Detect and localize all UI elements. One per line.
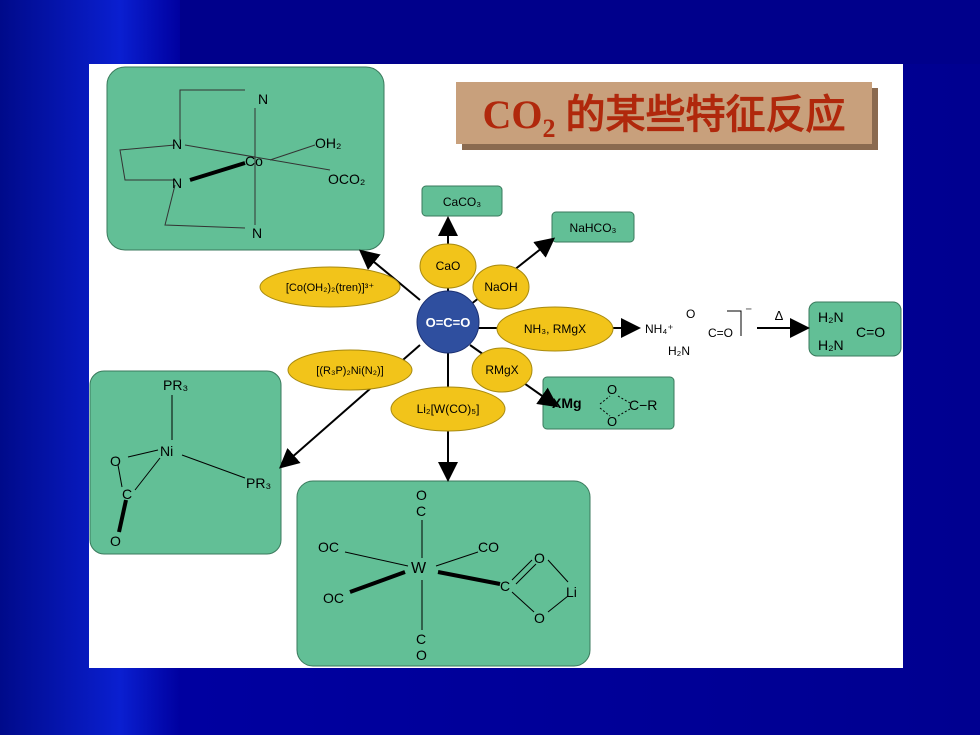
co-oco2: OCO₂ — [328, 171, 365, 187]
reagent-co-label: [Co(OH₂)₂(tren)]³⁺ — [286, 282, 374, 294]
title-sub: 2 — [542, 114, 556, 143]
co-n-bottom: N — [252, 225, 262, 241]
nahco3-label: NaHCO₃ — [570, 221, 617, 235]
ni-pr3-top: PR₃ — [163, 377, 188, 393]
co-n-top: N — [258, 91, 268, 107]
carbamate-h2n: H₂N — [668, 344, 690, 358]
title-rest: 的某些特征反应 — [555, 92, 846, 137]
co-complex-structure — [119, 89, 331, 229]
co-n-left1: N — [172, 136, 182, 152]
w-co-right: CO — [478, 539, 499, 555]
reagent-nh3-label: NH₃, RMgX — [524, 322, 586, 336]
co2-center — [416, 290, 480, 354]
carbamate-bracket — [727, 310, 742, 336]
ni-complex-structure — [117, 395, 246, 533]
slide-title: CO2 的某些特征反应 — [456, 82, 872, 144]
w-top-c: C — [416, 503, 426, 519]
urea-c: C=O — [856, 324, 885, 340]
reagent-li2w-ellipse — [390, 386, 506, 432]
co-metal: Co — [245, 153, 263, 169]
w-ring-o1: O — [534, 550, 545, 566]
xmg-c: C−R — [629, 397, 657, 413]
carbamate-nh4: NH₄⁺ — [645, 322, 674, 336]
ni-metal: Ni — [160, 443, 173, 459]
arrow-to-co — [358, 249, 421, 301]
reagent-nh3-ellipse — [496, 306, 614, 352]
ni-o2: O — [110, 533, 121, 549]
w-li: Li — [566, 584, 577, 600]
ni-c: C — [122, 486, 132, 502]
w-complex-structure — [344, 520, 569, 630]
carbamate-o: O — [686, 307, 695, 321]
w-oc-left: OC — [318, 539, 339, 555]
delta-label: Δ — [775, 308, 784, 323]
reagent-naoh-label: NaOH — [484, 280, 517, 294]
reagent-naoh-ellipse — [472, 264, 530, 310]
co-complex-box — [106, 66, 385, 251]
reagent-rmgx-label: RMgX — [485, 363, 518, 377]
ni-o1: O — [110, 453, 121, 469]
urea-h2n-top: H₂N — [818, 309, 844, 325]
w-bottom-c: C — [416, 631, 426, 647]
co-oh2: OH₂ — [315, 135, 341, 151]
xmg-o1: O — [607, 382, 617, 397]
reagent-cao-ellipse — [419, 243, 477, 289]
reagent-ni-ellipse — [287, 349, 413, 391]
carbamate-charge: ⁻ — [745, 303, 752, 319]
w-bottom-o: O — [416, 647, 427, 663]
w-metal: W — [411, 560, 427, 577]
reagent-co-ellipse — [259, 266, 401, 308]
w-oc-left2: OC — [323, 590, 344, 606]
reagent-cao-label: CaO — [436, 259, 461, 273]
co2-label: O=C=O — [426, 315, 471, 330]
reagent-li2w-label: Li₂[W(CO)₅] — [417, 402, 480, 416]
carbamate-c: C=O — [708, 326, 733, 340]
urea-h2n-bottom: H₂N — [818, 337, 844, 353]
reagent-rmgx-ellipse — [471, 347, 533, 393]
title-co: CO — [482, 92, 543, 137]
w-ring-c: C — [500, 578, 510, 594]
top-band — [180, 0, 980, 64]
w-ring-o2: O — [534, 610, 545, 626]
caco3-box — [421, 185, 503, 217]
co-n-left2: N — [172, 175, 182, 191]
caco3-label: CaCO₃ — [443, 195, 481, 209]
w-top-o: O — [416, 487, 427, 503]
reagent-ni-label: [(R₃P)₂Ni(N₂)] — [316, 365, 383, 377]
xmg-o2: O — [607, 414, 617, 429]
ni-pr3-right: PR₃ — [246, 475, 271, 491]
xmg-label: XMg — [552, 395, 582, 411]
nahco3-box — [551, 211, 635, 243]
